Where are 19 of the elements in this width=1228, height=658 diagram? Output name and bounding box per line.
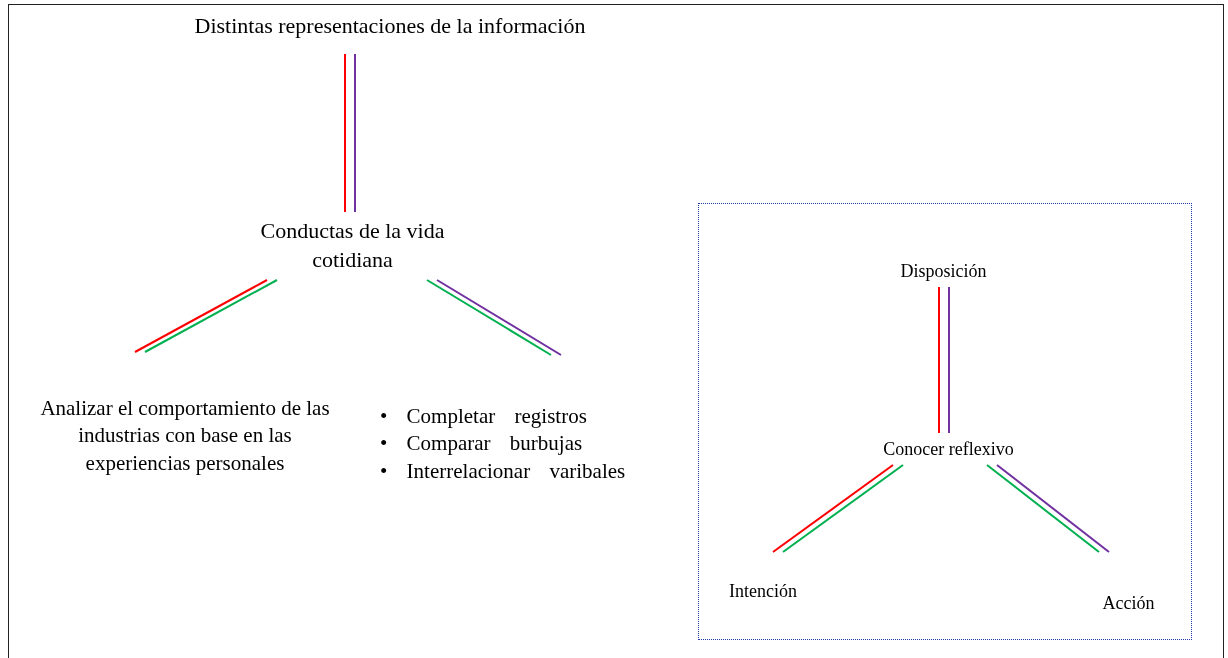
dotted-frame: [698, 203, 1192, 640]
node-text: Acción: [1102, 591, 1155, 615]
connector-line: [986, 464, 1100, 553]
connector-line: [772, 464, 894, 553]
connector-line: [948, 286, 950, 434]
connector-line: [782, 464, 904, 553]
node-text: Disposición: [900, 260, 987, 284]
node-text: Analizar el comportamiento de las industrias con base en las experiencias personales: [39, 395, 331, 477]
list-item: • Interrelacionar varibales: [380, 457, 626, 485]
connector-line: [996, 464, 1110, 553]
node-text: Intención: [729, 579, 797, 603]
connector-line: [344, 53, 346, 213]
node-text: Conductas de la vida cotidiana: [259, 217, 446, 274]
list-item: • Completar registros: [380, 403, 588, 431]
connector-line: [354, 53, 356, 213]
node-text: Conocer reflexivo: [883, 438, 1014, 462]
connector-line: [938, 286, 940, 434]
node-text: Distintas representaciones de la información: [194, 12, 586, 40]
list-item: • Comparar burbujas: [380, 430, 584, 458]
